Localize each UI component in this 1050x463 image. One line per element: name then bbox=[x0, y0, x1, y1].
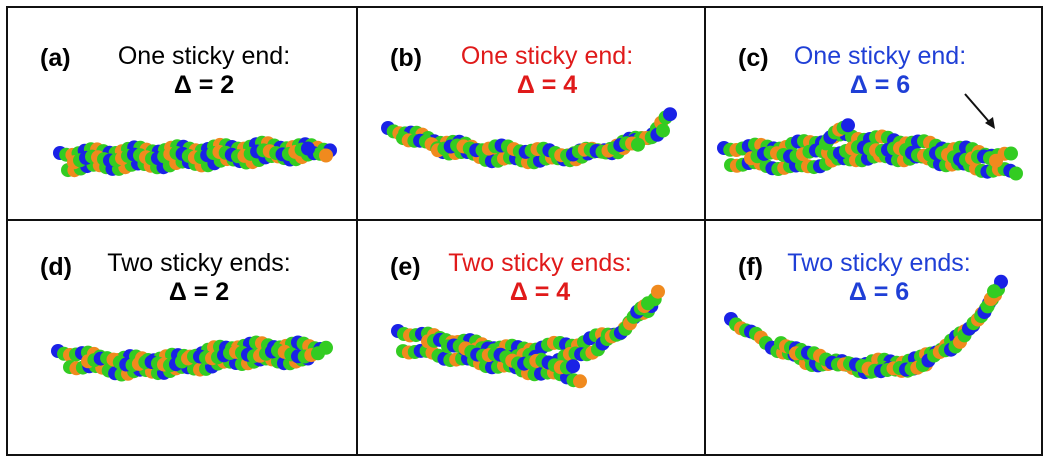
chain-bead bbox=[989, 153, 1003, 168]
panel-b: (b) One sticky end: Δ = 4 bbox=[358, 8, 706, 221]
panel-label: (f) bbox=[738, 253, 763, 281]
panel-title: One sticky end: Δ = 2 bbox=[94, 42, 314, 100]
title-line1: One sticky end: bbox=[793, 42, 967, 70]
chain-bead bbox=[566, 359, 580, 374]
title-line1: Two sticky ends: bbox=[787, 249, 971, 277]
chain-render-c bbox=[717, 118, 1023, 181]
chain-bead bbox=[651, 284, 665, 299]
chain-render-e bbox=[391, 284, 665, 389]
panel-label: (a) bbox=[40, 44, 71, 72]
title-delta: Δ = 6 bbox=[849, 71, 911, 99]
panel-d: (d) Two sticky ends: Δ = 2 bbox=[8, 221, 358, 454]
panel-title: One sticky end: Δ = 6 bbox=[770, 42, 990, 100]
panel-title: Two sticky ends: Δ = 6 bbox=[769, 249, 989, 307]
chain-bead bbox=[573, 374, 587, 389]
title-line1: Two sticky ends: bbox=[107, 249, 291, 277]
panel-label: (b) bbox=[390, 44, 422, 72]
title-line1: One sticky end: bbox=[460, 42, 634, 70]
chain-bead bbox=[631, 137, 645, 152]
chain-render-f bbox=[724, 274, 1008, 380]
chain-render-d bbox=[51, 335, 333, 382]
panel-e: (e) Two sticky ends: Δ = 4 bbox=[358, 221, 706, 454]
panel-label: (c) bbox=[738, 44, 769, 72]
chain-bead bbox=[319, 148, 333, 163]
panel-label: (d) bbox=[40, 253, 72, 281]
chain-render-a bbox=[53, 135, 337, 178]
panel-c: (c) One sticky end: Δ = 6 bbox=[706, 8, 1041, 221]
panel-title: Two sticky ends: Δ = 4 bbox=[430, 249, 650, 307]
chain-bead bbox=[841, 118, 855, 133]
chain-bead bbox=[987, 284, 1001, 299]
title-delta: Δ = 6 bbox=[848, 278, 910, 306]
title-delta: Δ = 4 bbox=[509, 278, 571, 306]
panel-a: (a) One sticky end: Δ = 2 bbox=[8, 8, 358, 221]
figure-grid: (a) One sticky end: Δ = 2 (b) One sticky… bbox=[6, 6, 1043, 456]
panel-f: (f) Two sticky ends: Δ = 6 bbox=[706, 221, 1041, 454]
chain-bead bbox=[641, 296, 655, 311]
chain-bead bbox=[656, 123, 670, 138]
chain-bead bbox=[301, 141, 315, 156]
chain-render-b bbox=[381, 107, 677, 170]
title-line1: One sticky end: bbox=[117, 42, 291, 70]
chain-bead bbox=[311, 346, 325, 361]
title-delta: Δ = 4 bbox=[516, 71, 578, 99]
panel-title: Two sticky ends: Δ = 2 bbox=[89, 249, 309, 307]
panel-title: One sticky end: Δ = 4 bbox=[437, 42, 657, 100]
title-delta: Δ = 2 bbox=[168, 278, 230, 306]
chain-bead bbox=[1004, 146, 1018, 161]
panel-label: (e) bbox=[390, 253, 421, 281]
title-line1: Two sticky ends: bbox=[448, 249, 632, 277]
chain-bead bbox=[663, 107, 677, 122]
arrow-icon bbox=[964, 93, 995, 129]
chain-bead bbox=[1009, 166, 1023, 181]
title-delta: Δ = 2 bbox=[173, 71, 235, 99]
